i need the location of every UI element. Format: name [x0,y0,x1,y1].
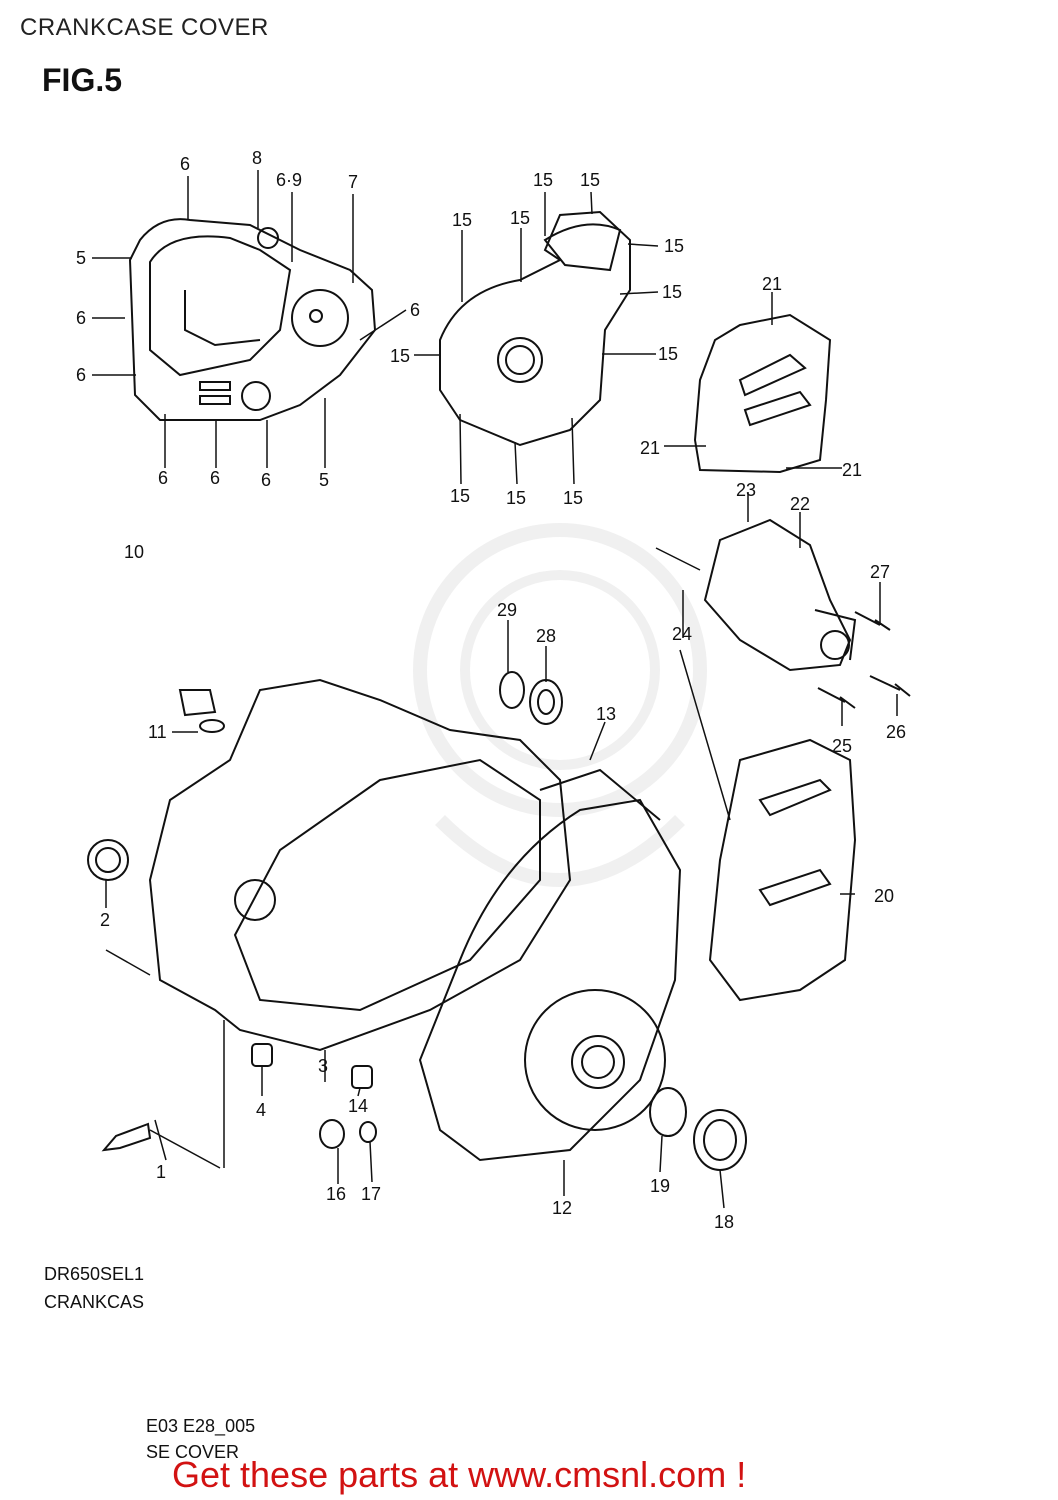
generator-cover-part [439,210,631,447]
callout-5: 5 [319,470,330,490]
callout-26: 26 [886,722,907,742]
callout-5: 5 [76,248,87,268]
cover-20-part [708,738,857,1002]
callout-15: 15 [658,344,679,364]
washer-17 [359,1121,377,1143]
callout-3: 3 [318,1056,329,1076]
callout-6: 6 [158,468,169,488]
callout-1: 1 [156,1162,167,1182]
bolt-16 [319,1119,345,1149]
callout-20: 20 [874,886,895,906]
callout-15: 15 [506,488,527,508]
bearing-28 [529,679,563,725]
callout-29: 29 [497,600,518,620]
diagram-code-caption: SE COVER [146,1442,240,1462]
callout-21: 21 [842,460,863,480]
callout-6: 6 [76,365,87,385]
callout-17: 17 [361,1184,382,1204]
callout-12: 12 [552,1198,573,1218]
callout-15: 15 [580,170,601,190]
callout-13: 13 [596,704,617,724]
callout-4: 4 [256,1100,267,1120]
bolt-26 [869,675,911,697]
dowel-14 [351,1065,373,1089]
dowel-4 [251,1043,273,1067]
callout-25: 25 [832,736,853,756]
callout-6: 6 [180,154,191,174]
callout-14: 14 [348,1096,369,1116]
right-cover-part [418,768,682,1162]
callout-6: 6 [210,468,221,488]
callout-11: 11 [148,722,167,742]
sprocket-cover-part [693,313,832,474]
watermark-logo [413,523,707,887]
callout-15: 15 [390,346,411,366]
callout-2: 2 [100,910,111,930]
callout-15: 15 [452,210,473,230]
callout-6: 6 [76,308,87,328]
model-code: DR650SEL1 [44,1264,145,1284]
callout-24: 24 [672,624,693,644]
model-caption: CRANKCAS [44,1292,145,1312]
callout-23: 23 [736,480,757,500]
callout-21: 21 [640,438,661,458]
fwd-arrow [101,1122,152,1152]
callout-8: 8 [252,148,263,168]
bolt-25 [817,687,856,709]
cap-11 [178,689,217,717]
bolt-27 [854,611,891,631]
promo-link[interactable]: Get these parts at www.cmsnl.com ! [172,1454,747,1495]
callout-15: 15 [510,208,531,228]
figure-number: FIG.5 [42,62,123,98]
callout-15: 15 [662,282,683,302]
callout-15: 15 [533,170,554,190]
callout-6-9: 6·9 [276,170,303,190]
callout-6: 6 [410,300,421,320]
diagram-code: E03 E28_005 [146,1416,256,1436]
clutch-cover-part [128,218,377,421]
callout-15: 15 [664,236,685,256]
callout-22: 22 [790,494,811,514]
crankcase-part [148,678,572,1052]
callout-15: 15 [563,488,584,508]
oring-19 [649,1087,687,1137]
page-title: CRANKCASE COVER [20,14,269,41]
callout-6: 6 [261,470,272,490]
callout-16: 16 [326,1184,347,1204]
oil-seal-2 [87,839,129,881]
callout-10: 10 [124,542,145,562]
callout-19: 19 [650,1176,671,1196]
callout-28: 28 [536,626,557,646]
release-part [703,518,857,672]
callout-27: 27 [870,562,891,582]
callout-21: 21 [762,274,783,294]
callout-15: 15 [450,486,471,506]
callout-18: 18 [714,1212,735,1232]
callout-7: 7 [348,172,359,192]
ring-29 [499,671,525,709]
